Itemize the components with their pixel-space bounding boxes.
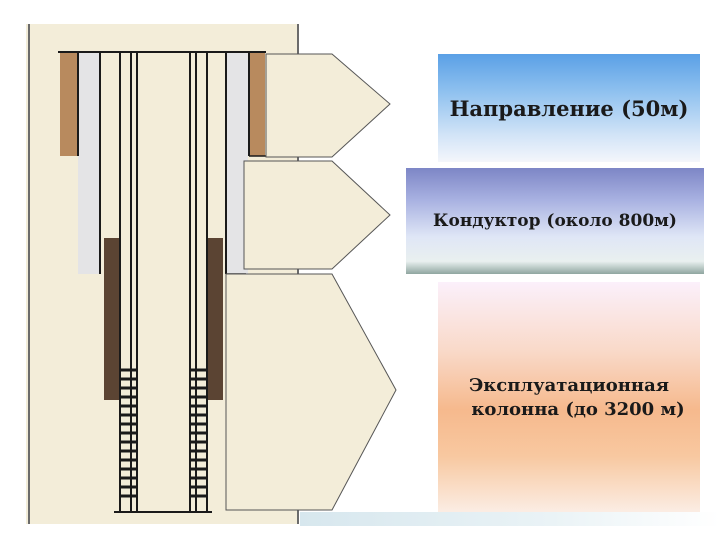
expl-label-box: Эксплуатационная колонна (до 3200 м) — [438, 282, 700, 514]
expl-label-line1: Эксплуатационная — [468, 375, 670, 396]
soil-right — [249, 52, 265, 156]
cement-light-right — [226, 52, 248, 274]
soil-left — [60, 52, 78, 156]
konduktor-label: Кондуктор (около 800м) — [433, 211, 677, 231]
napravlenie-label: Направление (50м) — [449, 95, 689, 121]
perforations-right — [190, 368, 207, 498]
konduktor-label-box: Кондуктор (около 800м) — [406, 168, 704, 274]
cement-dark-left — [104, 238, 120, 400]
bottom-decor-strip — [300, 512, 720, 526]
expl-label-line2: колонна (до 3200 м) — [471, 399, 685, 420]
cement-light-left — [78, 52, 100, 274]
cement-dark-right — [207, 238, 223, 400]
konduktor-pointer — [243, 160, 391, 270]
perforations-left — [120, 368, 137, 498]
napravlenie-pointer — [265, 53, 391, 158]
napravlenie-label-box: Направление (50м) — [438, 54, 700, 162]
expl-pointer — [225, 273, 397, 511]
